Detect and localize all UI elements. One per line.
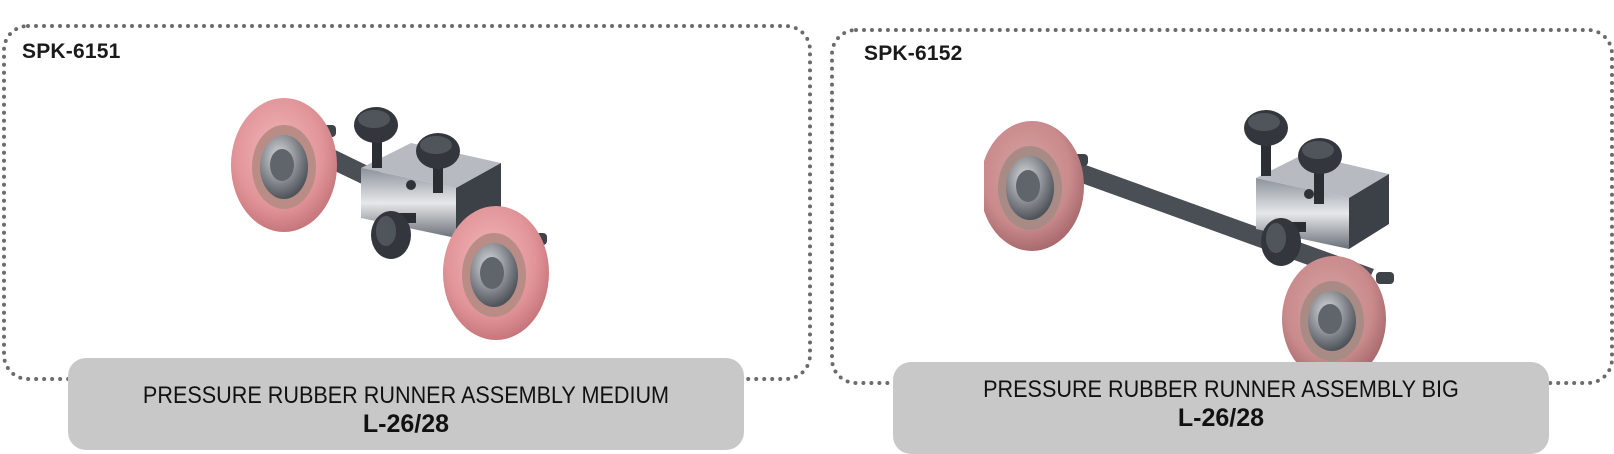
- rubber-runner-assembly-medium-image: [231, 98, 549, 340]
- product-label-spk-6151: PRESSURE RUBBER RUNNER ASSEMBLY MEDIUM L…: [68, 358, 744, 450]
- product-description: PRESSURE RUBBER RUNNER ASSEMBLY MEDIUM: [142, 382, 670, 409]
- product-code: SPK-6152: [864, 42, 963, 65]
- product-model: L-26/28: [1177, 404, 1265, 432]
- product-code: SPK-6151: [22, 40, 121, 63]
- product-card-spk-6151: SPK-6151: [2, 24, 812, 381]
- product-label-spk-6152: PRESSURE RUBBER RUNNER ASSEMBLY BIG L-26…: [893, 362, 1549, 454]
- product-description: PRESSURE RUBBER RUNNER ASSEMBLY BIG: [983, 376, 1459, 403]
- product-model: L-26/28: [362, 410, 450, 438]
- product-card-spk-6152: SPK-6152: [830, 28, 1614, 385]
- rubber-runner-assembly-big-image: [984, 110, 1394, 374]
